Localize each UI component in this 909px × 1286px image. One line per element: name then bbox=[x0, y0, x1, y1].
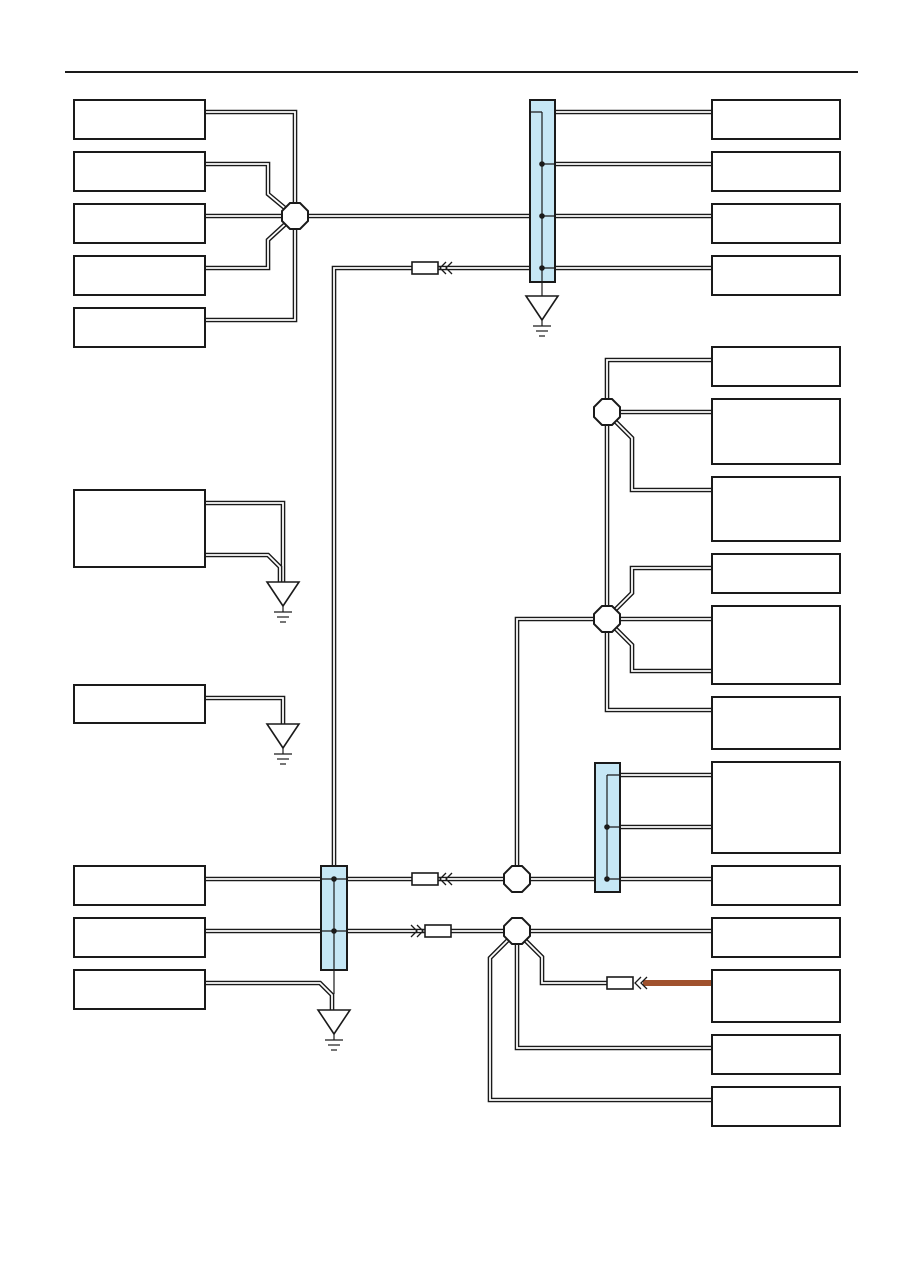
wire bbox=[205, 161, 294, 216]
component-box bbox=[711, 696, 841, 750]
component-box bbox=[711, 1034, 841, 1075]
connector-right bbox=[594, 762, 621, 893]
component-box bbox=[711, 761, 841, 854]
wire bbox=[331, 265, 530, 868]
inline-fuse bbox=[606, 976, 648, 990]
component-box bbox=[73, 684, 206, 724]
junction-node bbox=[281, 202, 309, 230]
wire bbox=[487, 933, 712, 1103]
component-box bbox=[73, 917, 206, 958]
wire bbox=[205, 500, 286, 582]
wires bbox=[205, 109, 712, 1103]
wire bbox=[608, 414, 712, 493]
splice-dot bbox=[539, 213, 545, 219]
ground-symbol bbox=[524, 282, 560, 337]
junction-node bbox=[503, 917, 531, 945]
splice-dot bbox=[539, 161, 545, 167]
component-box bbox=[711, 865, 841, 906]
splice-dot bbox=[604, 824, 610, 830]
component-box bbox=[73, 255, 206, 296]
ground-symbol bbox=[316, 1009, 352, 1051]
ground-symbol bbox=[265, 723, 301, 765]
component-box bbox=[73, 203, 206, 244]
component-box bbox=[711, 553, 841, 594]
junction-node bbox=[593, 605, 621, 633]
component-box bbox=[73, 307, 206, 348]
junction-nodes bbox=[281, 202, 621, 945]
splice-dot bbox=[331, 928, 337, 934]
splice-dot bbox=[604, 876, 610, 882]
component-box bbox=[73, 99, 206, 140]
wire bbox=[604, 357, 712, 412]
component-box bbox=[73, 969, 206, 1010]
component-box bbox=[711, 476, 841, 542]
wire bbox=[514, 616, 607, 879]
ground-symbol bbox=[265, 581, 301, 623]
inline-fuse bbox=[411, 872, 453, 886]
component-box bbox=[73, 489, 206, 568]
component-box bbox=[711, 917, 841, 958]
component-box bbox=[711, 203, 841, 244]
component-box bbox=[711, 398, 841, 465]
inline-fuse bbox=[410, 924, 452, 938]
component-box bbox=[711, 346, 841, 387]
inline-fuse bbox=[411, 261, 453, 275]
wire bbox=[608, 565, 712, 617]
component-box bbox=[711, 605, 841, 685]
connector-top bbox=[529, 99, 556, 283]
wire bbox=[205, 695, 286, 724]
junction-node bbox=[503, 865, 531, 893]
wire bbox=[205, 980, 335, 1010]
component-box bbox=[73, 865, 206, 906]
component-box bbox=[711, 255, 841, 296]
component-box bbox=[711, 969, 841, 1023]
splice-dot bbox=[331, 876, 337, 882]
component-box bbox=[711, 99, 841, 140]
component-boxes bbox=[73, 99, 841, 1127]
splice-dot bbox=[539, 265, 545, 271]
connector-bottom bbox=[320, 865, 348, 994]
wire bbox=[205, 216, 294, 271]
wire bbox=[205, 552, 283, 582]
component-box bbox=[73, 151, 206, 192]
component-box bbox=[711, 1086, 841, 1127]
junction-node bbox=[593, 398, 621, 426]
wire bbox=[518, 933, 607, 986]
component-box bbox=[711, 151, 841, 192]
wire bbox=[608, 621, 712, 674]
